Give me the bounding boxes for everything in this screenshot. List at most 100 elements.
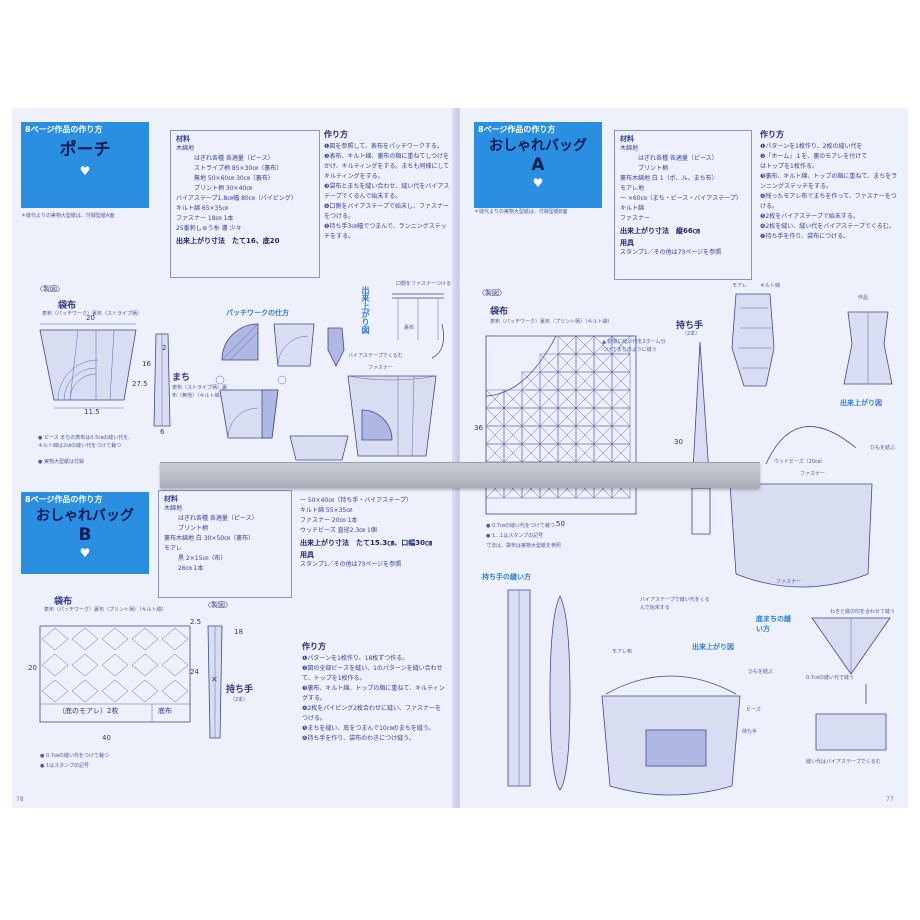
pouch-gusset-label: まち (172, 373, 191, 383)
bag-b-bottom-label: （底のモアレ）2枚 (58, 707, 119, 715)
finish-label: ファスナー (776, 579, 802, 585)
step-item: ❶図を参照して、表布をパッチワークする。 (324, 143, 443, 150)
ruler-overlay (160, 462, 760, 488)
bag-b-body-pattern (39, 625, 191, 723)
material-line: 25番刺しゅう糸 濃 少々 (176, 225, 242, 232)
svg-text:✕: ✕ (211, 675, 218, 684)
bag-a-bottom-note: 0.7㎝の縫い代で縫う (806, 675, 854, 681)
bag-a-note: ＊縫代よりの実物大型紙は、付録型紙B面 (474, 209, 568, 215)
bag-a-sample-detail (843, 311, 893, 385)
dim-label: 6 (160, 428, 165, 436)
handle-sewing-diagram (507, 589, 571, 791)
right-page: 8ページ作品の作り方 おしゃれバッグ A ♥ ＊縫代よりの実物大型紙は、付録型紙… (460, 108, 908, 808)
material-line: 木綿地 (176, 145, 195, 152)
bag-a-finished-illustration-2 (601, 675, 741, 796)
bag-a-handle-label: 持ち手 (676, 321, 704, 331)
pouch-steps: 作り方 ❶図を参照して、表布をパッチワークする。 ❷表布、キルト綿、裏布の順に重… (324, 130, 452, 242)
bag-a-handle-how: 持ち手の縫い方 (482, 573, 531, 581)
step-item: ❹口側をバイアステープで始末し、ファスナーをつける。 (324, 203, 450, 220)
material-line: はぎれ各種 各適量（ピース） (638, 155, 718, 162)
dim-label: 36 (474, 424, 483, 432)
dim-label: 16 (142, 360, 151, 368)
bag-a-finished-illustration (729, 426, 873, 588)
right-page-number: 77 (886, 796, 894, 803)
finish-label: モアレ (732, 283, 748, 289)
heart-icon: ♥ (79, 546, 91, 560)
bag-a-gusset-note: ▲ 前側に縫い代を2ホーム分つけてまちのように縫う (602, 339, 666, 353)
pouch-body-label: 袋布 (58, 301, 77, 311)
material-line: 無地 50×60㎝ 30㎝（裏布） (194, 175, 274, 182)
pouch-materials-head: 材料 (176, 135, 190, 143)
step-item: ❷表布、キルト綿、裏布の順に重ねてしつけをかけ、キルティングをする。まちも同様に… (324, 153, 450, 180)
bag-b-steps: 作り方 ❶パターンを1枚作り、18枚ずつ作る。 ❷図の全部ピースを縫い、1のパタ… (302, 642, 446, 744)
bag-a-diagram-label: 〈製図〉 (478, 289, 506, 297)
bag-b-tools: スタンプ1／その他は73ページを参照 (300, 561, 402, 568)
gusset-sewing-diagram (811, 617, 891, 751)
bag-b-diagram-label: 〈製図〉 (204, 601, 232, 609)
finish-label: 裏布 (404, 325, 415, 331)
material-line: 裏布木綿地 白 30×50㎝（裏布） (164, 535, 255, 542)
bag-a-tools-head: 用具 (620, 239, 634, 247)
finish-label: バイアステープでくるむ (348, 353, 403, 359)
step-item: はトップを1枚作る。 (760, 163, 818, 170)
finish-label: バイアステープで縫い代をくるんで始末する (640, 597, 710, 611)
pouch-title: ポーチ (59, 140, 111, 160)
bag-a-steps: 作り方 ❶パターンを1枚作り、2枚の縫い代を ❷「ホーム」１を、裏のモアレを付け… (760, 130, 900, 242)
bag-a-title-letter: A (531, 155, 545, 175)
bag-a-materials-head: 材料 (620, 135, 634, 143)
material-line: キルト綿 65×35㎝ (176, 205, 229, 212)
bag-a-done-size: 出来上がり寸法 縦66㎝ (620, 227, 700, 235)
bag-a-materials-frame (614, 130, 752, 280)
finish-label: キルト綿 (760, 283, 781, 289)
step-item: ❼持ち手を作り、袋布につける。 (760, 233, 850, 240)
bag-b-steps-head: 作り方 (302, 642, 326, 651)
bag-a-title-box: 8ページ作品の作り方 おしゃれバッグ A ♥ (474, 122, 602, 208)
pouch-finished-illustration (347, 375, 437, 457)
pouch-gusset-sub: 表布（ストライプ柄）裏布（無地）（キルト綿） (172, 385, 228, 399)
bag-b-handle-label: 持ち手 (226, 685, 254, 695)
pouch-gusset-pattern (153, 333, 171, 427)
pouch-done-size: 出来上がり寸法 たて16、底20 (176, 237, 280, 245)
material-line: 木綿地 (164, 505, 183, 512)
left-page-number: 78 (16, 796, 24, 803)
pouch-materials-frame (170, 130, 320, 278)
finish-label: 持ち手 (742, 729, 758, 735)
step-item: ❷図の全部ピースを縫い、1のパターンを縫い合わせて、トップを1枚作る。 (302, 665, 443, 682)
pouch-steps-head: 作り方 (324, 130, 348, 139)
material-line: はぎれ各種 各適量（ピース） (178, 515, 258, 522)
finish-label: ファスナー (800, 471, 826, 477)
bag-a-sew-note: ● 0.7㎝の縫い代をつけて裁つ (486, 523, 555, 529)
finish-label: 口側をファスナーつける (396, 281, 452, 287)
dim-label: 18 (234, 628, 243, 636)
material-line: ウッドビーズ 直径2.3㎝ 1個 (300, 527, 377, 534)
pouch-note: ＊縫代よりの実物大型紙は、付録型紙A面 (21, 213, 115, 219)
material-line: 黒 2×15㎝（布） (178, 555, 227, 562)
material-line: ファスナー 20㎝ 1本 (300, 517, 358, 524)
material-line: モアレ地 (620, 185, 645, 192)
finish-label: ビーズ (746, 707, 761, 713)
bag-b-footnote: ● 0.7㎝の縫い代をつけて裁つ (40, 753, 109, 759)
material-line: キルト綿 (620, 205, 645, 212)
pouch-body-sub: 表布（パッチワーク）裏布（ストライプ柄） (42, 311, 143, 317)
material-line: ファスナー 18㎝ 1本 (176, 215, 234, 222)
finish-label: ファスナー (368, 365, 394, 371)
bag-a-sew-note: ● 1…1はスタンプの記号 (486, 533, 544, 539)
bag-b-materials: 材料 木綿地 はぎれ各種 各適量（ピース） プリント柄 裏布木綿地 白 30×5… (164, 494, 294, 574)
patchwork-steps-diagram (215, 323, 349, 461)
material-line: 一 ×60㎝（まち・ピース・バイアステープ） (620, 195, 742, 202)
bag-b-body-label: 袋布 (54, 597, 73, 607)
bag-b-title-small: 8ページ作品の作り方 (25, 495, 103, 504)
dim-label: 2 (162, 344, 167, 352)
bag-b-materials-head: 材料 (164, 495, 178, 503)
material-line: はぎれ各種 各適量（ピース） (194, 155, 274, 162)
heart-icon: ♥ (79, 164, 91, 178)
dim-label: 30 (674, 438, 683, 446)
finish-label: ウッドビーズ（20㎝） (774, 459, 826, 465)
finish-label: 作品 (858, 295, 869, 301)
pouch-title-small: 8ページ作品の作り方 (25, 125, 103, 134)
bag-a-bottom-note: わきと底の印を合わせて縫う (830, 609, 896, 615)
dim-label: 20 (86, 314, 95, 322)
dim-label: 2.5 (190, 618, 202, 626)
bag-b-handle-sub: （2本） (230, 697, 249, 703)
bag-a-handle-sub: （2本） (682, 331, 701, 337)
